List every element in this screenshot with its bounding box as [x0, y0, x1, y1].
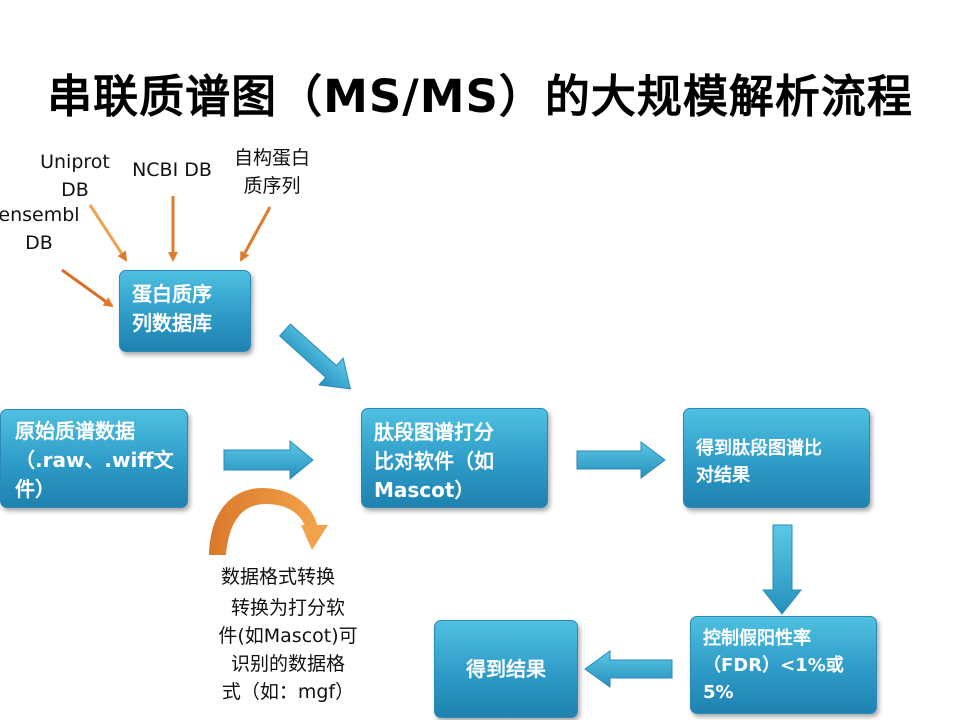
box-fdr-control-label: 控制假阳性率 （FDR）<1%或 5% [703, 628, 844, 703]
box-peptide-result: 得到肽段图谱比 对结果 [683, 408, 870, 508]
arrow-ensembl-to-db [61, 268, 114, 308]
arrow-raw-to-scoring [223, 439, 314, 481]
box-peptide-result-label: 得到肽段图谱比 对结果 [696, 438, 822, 486]
note-format-conversion: 数据格式转换 [220, 566, 335, 588]
source-ncbi: NCBI DB [132, 159, 212, 181]
slide-title: 串联质谱图（MS/MS）的大规模解析流程 [47, 70, 913, 123]
box-scoring-software: 肽段图谱打分 比对软件（如 Mascot） [361, 408, 548, 508]
arrow-custom-to-db [239, 206, 272, 262]
box-fdr-control: 控制假阳性率 （FDR）<1%或 5% [690, 616, 877, 714]
conversion-curved-arrow [209, 488, 328, 555]
arrow-scoring-to-result [576, 441, 666, 479]
source-ensembl: ensembl DB [0, 204, 80, 254]
box-scoring-software-label: 肽段图谱打分 比对软件（如 Mascot） [374, 420, 494, 502]
source-uniprot: Uniprot DB [40, 151, 110, 201]
arrow-db-to-scoring [278, 323, 352, 390]
box-final-result: 得到结果 [434, 620, 578, 718]
box-raw-data-label: 原始质谱数据 （.raw、.wiff文 件） [15, 419, 174, 501]
arrow-fdr-to-final [584, 650, 673, 688]
source-custom: 自构蛋白 质序列 [233, 147, 310, 197]
arrow-result-to-fdr [761, 524, 803, 615]
box-protein-database: 蛋白质序 列数据库 [119, 270, 251, 352]
box-final-result-label: 得到结果 [466, 656, 546, 681]
arrow-uniprot-to-db [88, 204, 128, 262]
note-format-detail: 转换为打分软 件(如Mascot)可 识别的数据格 式（如：mgf） [218, 597, 358, 703]
box-protein-database-label: 蛋白质序 列数据库 [132, 282, 212, 335]
box-raw-data: 原始质谱数据 （.raw、.wiff文 件） [0, 409, 188, 508]
